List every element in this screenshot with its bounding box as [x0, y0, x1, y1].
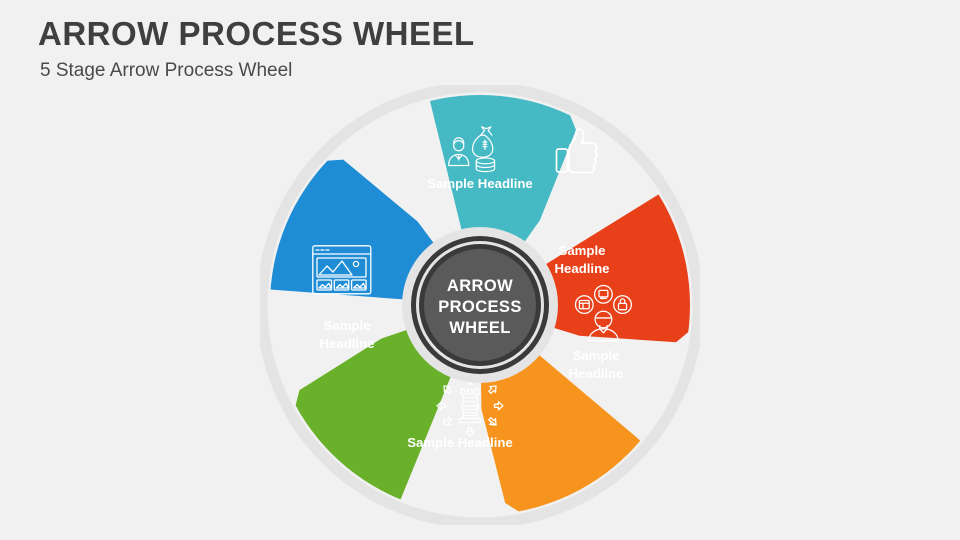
wheel-segment-3-label-line1: Sample [573, 348, 620, 363]
wheel-segment-3-label-line2: Headline [569, 366, 624, 381]
wheel-segment-4-label: Sample Headline [407, 435, 513, 450]
money-bag-investor-icon [448, 126, 496, 173]
wheel-segment-1-label: Sample Headline [427, 176, 533, 191]
wheel-segment-2-label-line1: Sample [559, 243, 606, 258]
wheel-svg: Sample Headline Sample Headline Sample H… [260, 85, 700, 525]
arrow-process-wheel: Sample Headline Sample Headline Sample H… [260, 85, 700, 525]
wheel-segment-2-label-line2: Headline [555, 261, 610, 276]
thumbs-up-icon [555, 128, 598, 174]
chess-rook-strategy-icon [436, 374, 504, 437]
wheel-segment-1-shape[interactable] [415, 85, 576, 305]
page-subtitle: 5 Stage Arrow Process Wheel [40, 60, 293, 81]
wheel-outer-ring [260, 85, 700, 525]
user-devices-security-icon [574, 284, 632, 342]
wheel-segment-1[interactable] [415, 85, 576, 305]
web-layout-icon [312, 245, 372, 295]
hub-fill [424, 249, 536, 361]
hub-label-line1: ARROW [447, 277, 513, 295]
wheel-hub[interactable]: ARROW PROCESS WHEEL [402, 227, 558, 383]
hub-label-line2: PROCESS [438, 298, 522, 316]
wheel-segment-5-label-line1: Sample [324, 318, 371, 333]
page-title: ARROW PROCESS WHEEL [38, 15, 475, 52]
hub-label-line3: WHEEL [449, 319, 511, 337]
wheel-segment-5-label-line2: Headline [320, 336, 375, 351]
